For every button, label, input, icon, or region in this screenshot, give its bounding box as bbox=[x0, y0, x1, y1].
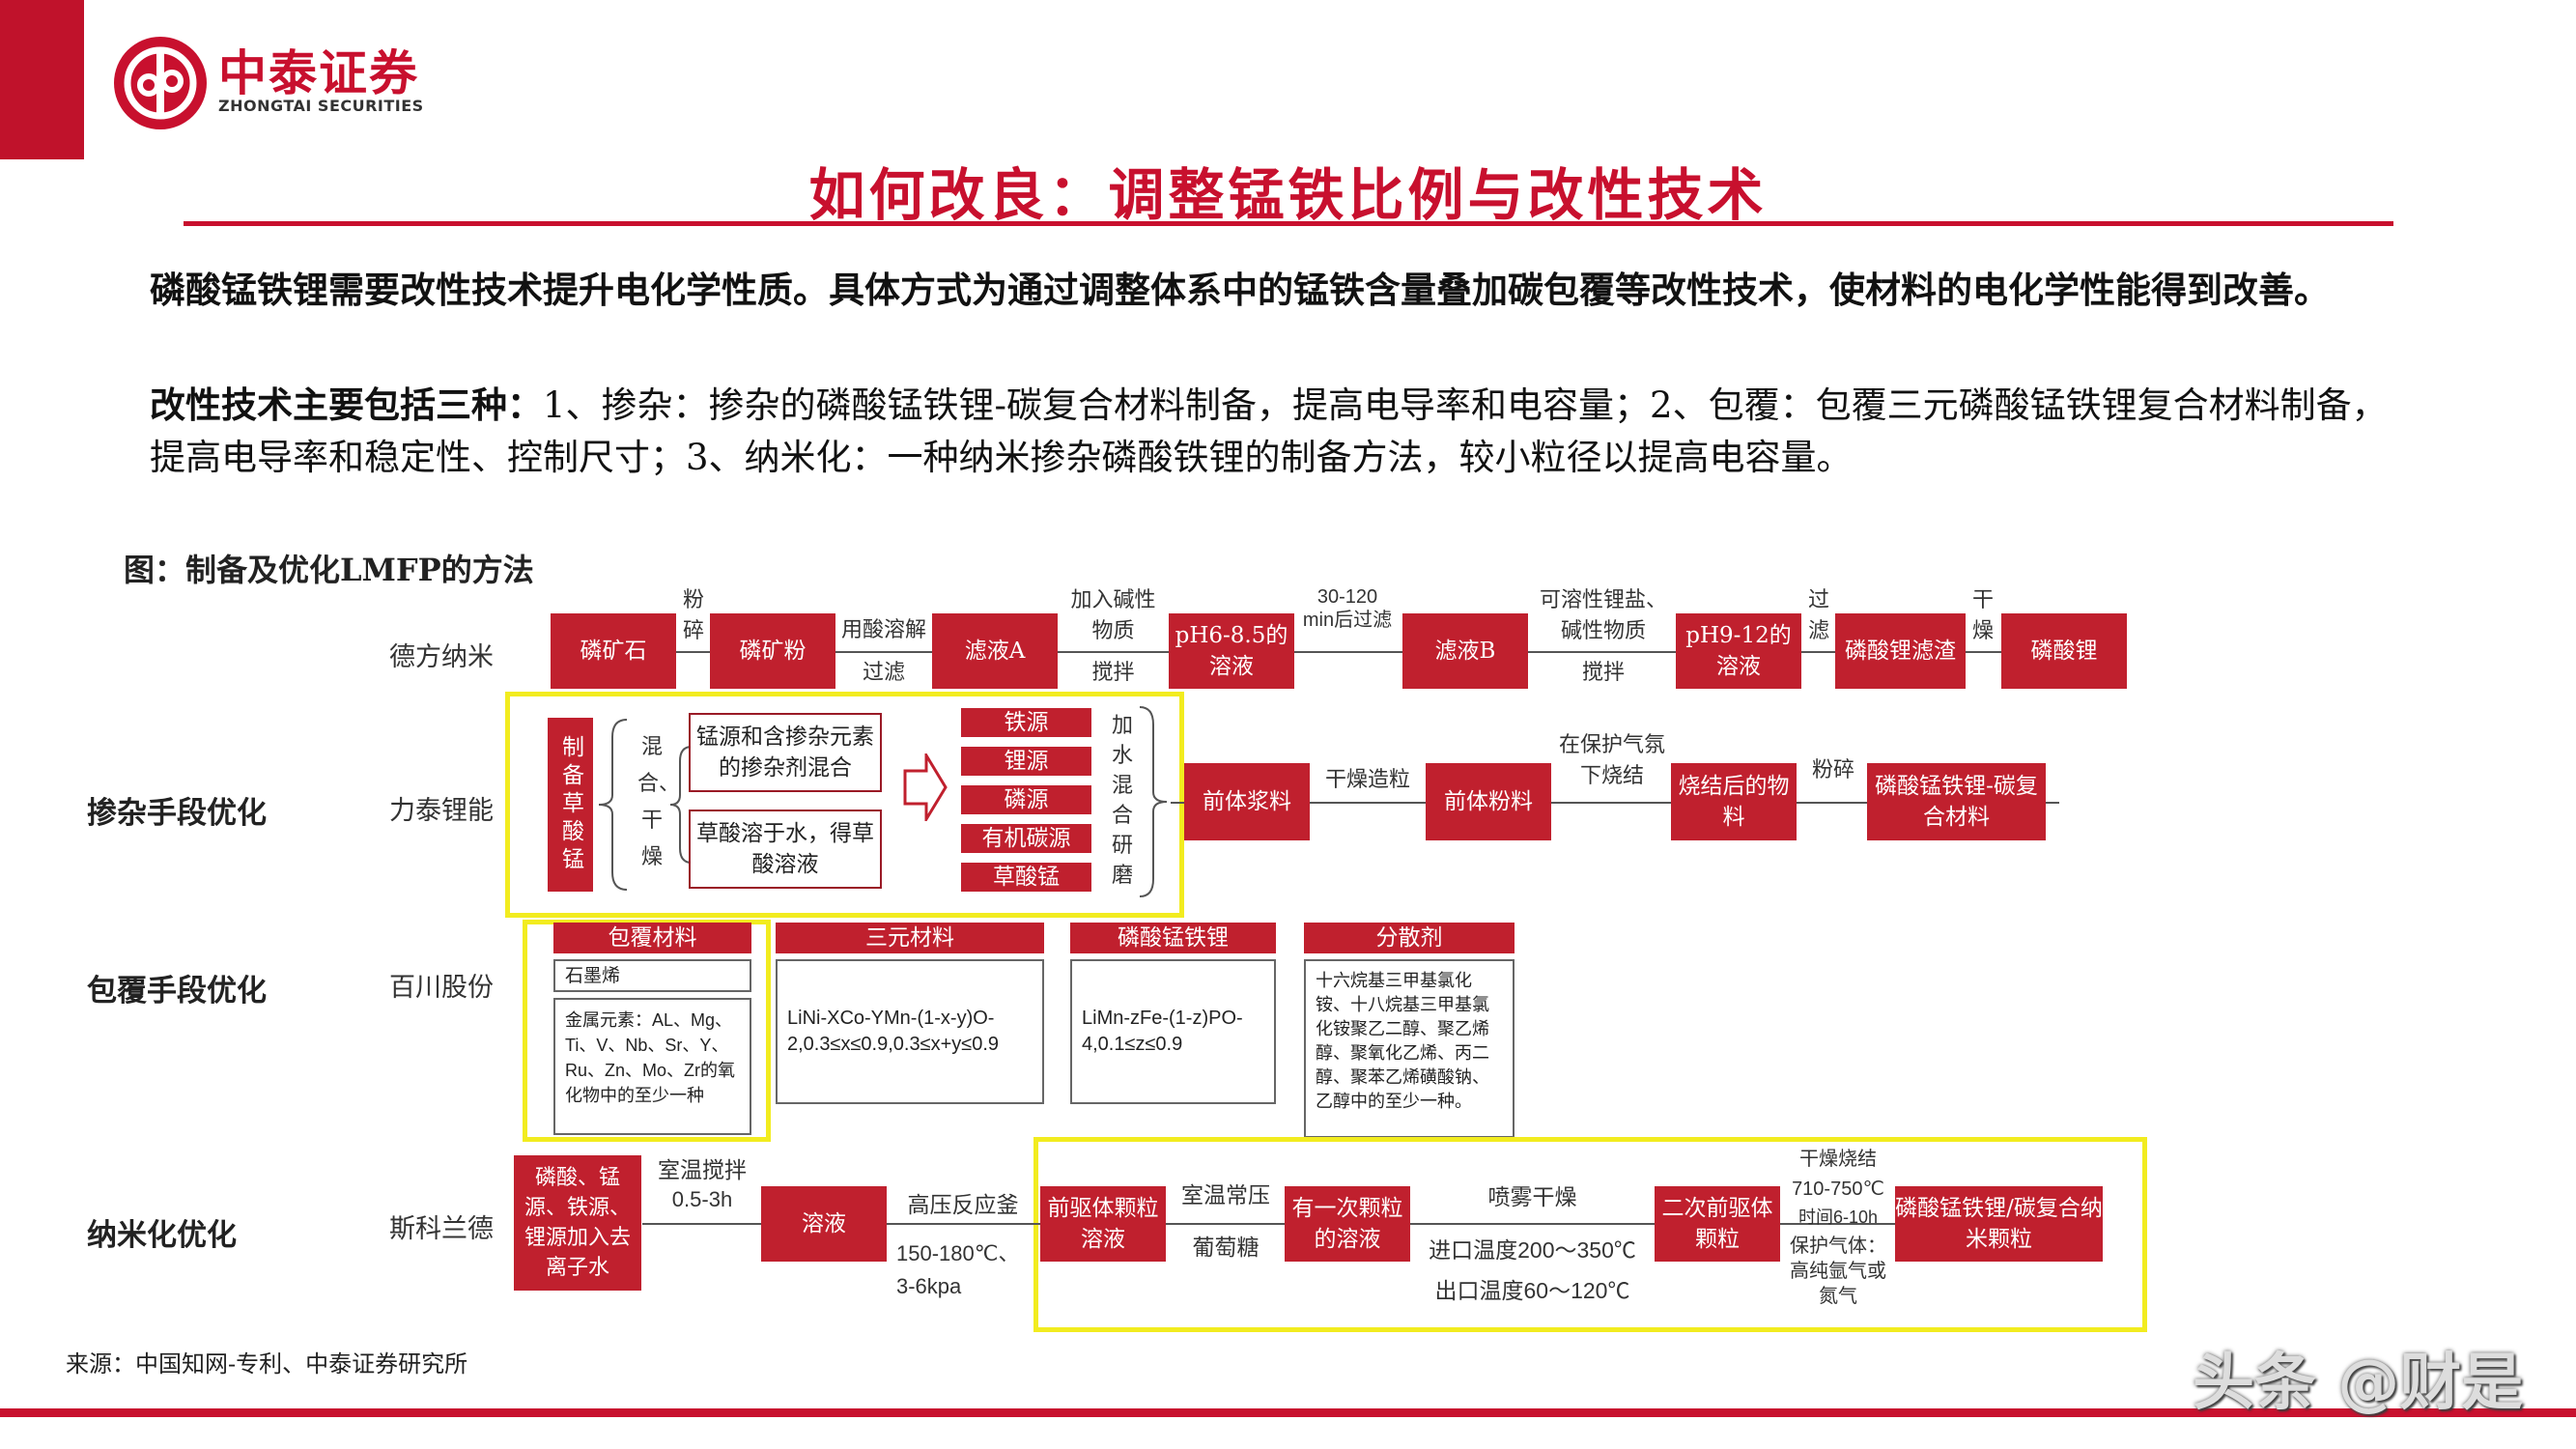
flow-label: 可溶性锂盐、碱性物质 bbox=[1539, 588, 1667, 643]
material-item: 有机碳源 bbox=[961, 824, 1091, 853]
left-brace-icon bbox=[598, 719, 628, 891]
material-item: 草酸锰 bbox=[961, 863, 1091, 892]
stir-time-label: 0.5-3h bbox=[671, 1187, 733, 1211]
lmfp-formula-cell: LiMn-zFe-(1-z)PO-4,0.1≤z≤0.9 bbox=[1070, 959, 1276, 1104]
flow-box: 磷矿石 bbox=[551, 613, 676, 689]
flow-label: 在保护气氛下烧结 bbox=[1558, 733, 1665, 788]
flow-box: pH6-8.5的溶液 bbox=[1169, 613, 1294, 689]
flow-label: 搅拌 bbox=[1091, 661, 1135, 685]
company-defang: 德方纳米 bbox=[389, 642, 494, 672]
stir-label: 室温搅拌 bbox=[658, 1158, 747, 1183]
left-brace-icon bbox=[669, 746, 693, 864]
flow-box: 前体浆料 bbox=[1184, 763, 1310, 840]
reactor-temp-label: 150-180℃、 bbox=[896, 1241, 1020, 1265]
column-header: 分散剂 bbox=[1304, 923, 1514, 953]
flow-box: pH9-12的溶液 bbox=[1676, 613, 1801, 689]
company-sikelande: 斯科兰德 bbox=[389, 1214, 494, 1244]
column-header: 磷酸锰铁锂 bbox=[1070, 923, 1276, 953]
flow-label: 搅拌 bbox=[1581, 661, 1625, 685]
row-label-nano: 纳米化优化 bbox=[87, 1218, 237, 1253]
flow-label: 干燥 bbox=[1971, 588, 1994, 643]
watermark: 头条 @财是 bbox=[2193, 1348, 2524, 1419]
manganese-dopant-box: 锰源和含掺杂元素的掺杂剂混合 bbox=[689, 713, 882, 792]
title-divider bbox=[184, 221, 2393, 226]
logo-name: 中泰证券 bbox=[218, 45, 419, 101]
material-item: 锂源 bbox=[961, 747, 1091, 776]
inlet-temp-label: 进口温度200～350℃ bbox=[1429, 1237, 1636, 1263]
outlet-temp-label: 出口温度60～120℃ bbox=[1434, 1278, 1630, 1303]
flow-line-row1 bbox=[551, 651, 2125, 653]
flow-box: 有一次颗粒的溶液 bbox=[1285, 1186, 1410, 1262]
highlight-frame-doping bbox=[505, 692, 1184, 918]
flow-box: 二次前驱体颗粒 bbox=[1655, 1186, 1780, 1262]
slide-title: 如何改良：调整锰铁比例与改性技术 bbox=[808, 162, 1768, 228]
row-label-coating: 包覆手段优化 bbox=[87, 974, 267, 1009]
column-header: 包覆材料 bbox=[553, 923, 751, 953]
flow-box: 磷酸锰铁锂-碳复合材料 bbox=[1867, 763, 2046, 840]
flow-box: 前驱体颗粒溶液 bbox=[1040, 1186, 1166, 1262]
company-litai: 力泰锂能 bbox=[389, 796, 494, 826]
reactor-label: 高压反应釜 bbox=[907, 1193, 1019, 1218]
flow-label: 加入碱性物质 bbox=[1070, 588, 1156, 643]
flow-line-row2 bbox=[1171, 802, 2059, 804]
spray-dry-label: 喷雾干燥 bbox=[1487, 1185, 1577, 1210]
mix-dry-label: 混合、干燥 bbox=[637, 735, 681, 869]
row-label-doping: 掺杂手段优化 bbox=[87, 796, 267, 831]
sinter-temp-label: 710-750℃ bbox=[1792, 1179, 1884, 1200]
zhongtai-logo-icon bbox=[114, 37, 207, 129]
oxalic-solution-box: 草酸溶于水，得草酸溶液 bbox=[689, 810, 882, 889]
highlight-frame-coating bbox=[523, 920, 771, 1142]
raw-mix-box: 磷酸、锰源、铁源、锂源加入去离子水 bbox=[514, 1155, 641, 1291]
arrow-right-icon bbox=[903, 753, 948, 821]
flow-label: 粉碎 bbox=[1811, 758, 1854, 782]
material-item: 磷源 bbox=[961, 785, 1091, 814]
reactor-pressure-label: 3-6kpa bbox=[896, 1274, 962, 1298]
flow-box: 磷酸锂 bbox=[2001, 613, 2127, 689]
intro-paragraph: 磷酸锰铁锂需要改性技术提升电化学性质。具体方式为通过调整体系中的锰铁含量叠加碳包… bbox=[150, 269, 2330, 311]
metal-oxide-cell: 金属元素：AL、Mg、Ti、V、Nb、Sr、Y、Ru、Zn、Mo、Zr的氧化物中… bbox=[553, 998, 751, 1135]
sinter-time-label: 时间6-10h bbox=[1798, 1208, 1879, 1227]
protect-gas-label: 保护气体：高纯氩气或氮气 bbox=[1790, 1234, 1886, 1307]
right-brace-icon bbox=[1139, 706, 1168, 897]
flow-box: 磷矿粉 bbox=[710, 613, 835, 689]
add-water-grind-label: 加水混合研磨 bbox=[1111, 714, 1133, 888]
company-baichuan: 百川股份 bbox=[389, 973, 494, 1003]
techniques-lead: 改性技术主要包括三种： bbox=[150, 384, 543, 426]
flow-label: 30-120 min后过滤 bbox=[1302, 586, 1393, 631]
glucose-label: 葡萄糖 bbox=[1192, 1236, 1260, 1261]
techniques-detail: 1、掺杂：掺杂的磷酸锰铁锂-碳复合材料制备，提高电导率和电容量；2、包覆：包覆三… bbox=[150, 384, 2388, 478]
pressing-label: 室温常压 bbox=[1181, 1183, 1270, 1208]
figure-title: 图：制备及优化LMFP的方法 bbox=[124, 552, 534, 588]
graphene-cell: 石墨烯 bbox=[553, 959, 751, 992]
prep-oxalate-box: 制备草酸锰 bbox=[548, 718, 593, 892]
techniques-paragraph: 改性技术主要包括三种：1、掺杂：掺杂的磷酸锰铁锂-碳复合材料制备，提高电导率和电… bbox=[150, 379, 2410, 484]
flow-box: 磷酸锰铁锂/碳复合纳米颗粒 bbox=[1895, 1186, 2103, 1262]
flow-label: 用酸溶解 bbox=[840, 618, 926, 642]
flow-box: 滤液A bbox=[932, 613, 1058, 689]
flow-box: 磷酸锂滤渣 bbox=[1835, 613, 1966, 689]
flow-box: 前体粉料 bbox=[1426, 763, 1551, 840]
flow-label: 过滤 bbox=[1807, 588, 1829, 643]
footer-divider bbox=[0, 1408, 2576, 1417]
source-note: 来源：中国知网-专利、中泰证券研究所 bbox=[66, 1350, 468, 1378]
column-header: 三元材料 bbox=[776, 923, 1044, 953]
sinter-label: 干燥烧结 bbox=[1799, 1147, 1877, 1170]
dispersant-cell: 十六烷基三甲基氯化铵、十八烷基三甲基氯化铵聚乙二醇、聚乙烯醇、聚氧化乙烯、丙二醇… bbox=[1304, 959, 1514, 1138]
brand-sidebar-bar bbox=[0, 0, 84, 159]
flow-label: 粉碎 bbox=[682, 588, 704, 643]
flow-label: 干燥造粒 bbox=[1324, 768, 1410, 792]
logo-subtitle: ZHONGTAI SECURITIES bbox=[218, 97, 424, 115]
flow-box: 烧结后的物料 bbox=[1671, 763, 1797, 840]
flow-box: 溶液 bbox=[761, 1186, 887, 1262]
flow-label: 过滤 bbox=[862, 661, 905, 685]
ternary-formula-cell: LiNi-XCo-YMn-(1-x-y)O-2,0.3≤x≤0.9,0.3≤x+… bbox=[776, 959, 1044, 1104]
highlight-frame-nano bbox=[1033, 1137, 2147, 1332]
flow-box: 滤液B bbox=[1402, 613, 1528, 689]
material-item: 铁源 bbox=[961, 708, 1091, 737]
